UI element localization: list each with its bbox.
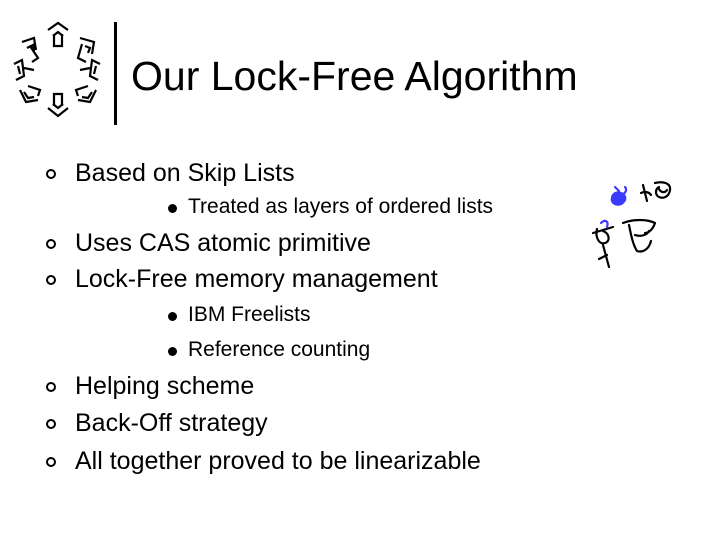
bullet-text: Uses CAS atomic primitive <box>75 229 371 257</box>
bullet-item: Lock-Free memory management <box>40 264 438 294</box>
hollow-circle-bullet-icon <box>46 419 56 429</box>
hollow-circle-bullet-icon <box>46 169 56 179</box>
bullet-text: Helping scheme <box>75 372 255 400</box>
hollow-circle-bullet-icon <box>46 239 56 249</box>
filled-circle-bullet-icon <box>168 346 177 356</box>
sub-bullet-text: Reference counting <box>188 338 371 361</box>
bullet-item: Helping scheme <box>40 371 254 401</box>
sub-bullet-item: Treated as layers of ordered lists <box>168 194 493 220</box>
slide-title: Our Lock-Free Algorithm <box>131 53 578 99</box>
hollow-circle-bullet-icon <box>46 457 56 467</box>
sub-bullet-text: Treated as layers of ordered lists <box>188 195 494 218</box>
arrow-hexagon-logo <box>13 21 101 118</box>
bullet-item: Uses CAS atomic primitive <box>40 228 371 258</box>
bullet-text: Based on Skip Lists <box>75 159 295 187</box>
hollow-circle-bullet-icon <box>46 275 56 285</box>
sub-bullet-text: IBM Freelists <box>188 303 311 326</box>
bullet-text: All together proved to be linearizable <box>75 447 481 475</box>
filled-circle-bullet-icon <box>168 311 177 321</box>
title-divider <box>114 22 117 125</box>
sub-bullet-item: Reference counting <box>168 337 370 363</box>
bullet-item: All together proved to be linearizable <box>40 446 481 476</box>
hollow-circle-bullet-icon <box>46 382 56 392</box>
filled-circle-bullet-icon <box>168 203 177 213</box>
sub-bullet-item: IBM Freelists <box>168 302 311 328</box>
bullet-text: Lock-Free memory management <box>75 265 438 293</box>
bullet-item: Back-Off strategy <box>40 408 268 438</box>
doodle-decoration-icon <box>591 181 672 269</box>
bullet-item: Based on Skip Lists <box>40 158 295 188</box>
bullet-text: Back-Off strategy <box>75 409 268 437</box>
